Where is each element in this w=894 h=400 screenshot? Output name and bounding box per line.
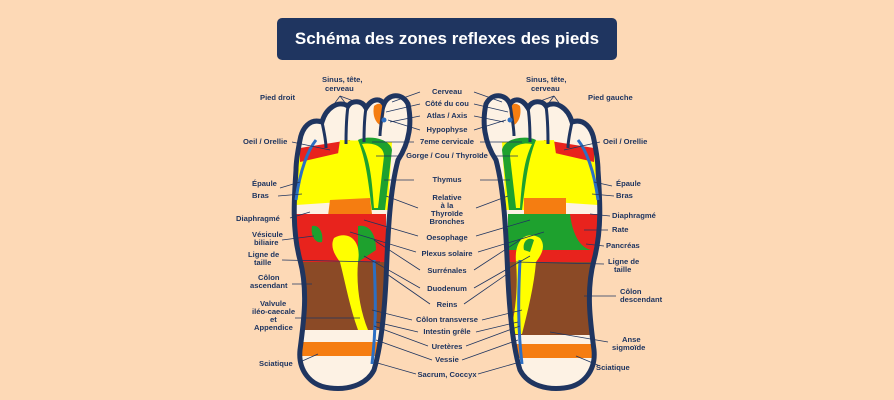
label-sinus-l-2: cerveau (531, 84, 560, 93)
right-intestine-zone (332, 235, 368, 330)
label-rate: Rate (612, 225, 628, 234)
left-foot-labels: Pied gauche Sinus, tête, cerveau Oeil / … (526, 75, 663, 372)
leader-lines (277, 91, 616, 375)
label-surrenales: Surrénales (427, 266, 466, 275)
right-sciatic-zone (296, 342, 388, 356)
label-reins: Reins (437, 300, 458, 309)
left-foot (481, 93, 603, 391)
label-cerveau: Cerveau (432, 87, 462, 96)
label-atlas: Atlas / Axis (427, 111, 468, 120)
label-vesicule-r-2: biliaire (254, 238, 278, 247)
label-hypophyse: Hypophyse (427, 125, 468, 134)
label-pied-gauche: Pied gauche (588, 93, 633, 102)
center-labels: Cerveau Côté du cou Atlas / Axis Hypophy… (406, 87, 488, 379)
label-ligne-l-1: Ligne de (608, 257, 639, 266)
label-vesicule-r-1: Vésicule (252, 230, 283, 239)
label-relative-3: Thyroïde (431, 209, 463, 218)
label-ligne-r-1: Ligne de (248, 250, 279, 259)
label-diaphragme-l: Diaphragmé (612, 211, 656, 220)
page-title: Schéma des zones reflexes des pieds (294, 29, 600, 48)
label-sciatique-r: Sciatique (259, 359, 293, 368)
label-cote-cou: Côté du cou (425, 99, 469, 108)
label-bras-l: Bras (616, 191, 633, 200)
label-sinus-r-2: cerveau (325, 84, 354, 93)
label-colon-l-2: descendant (620, 295, 663, 304)
label-relative-2: à la (441, 201, 454, 210)
label-valvule-3: et (270, 315, 277, 324)
label-ligne-r-2: taille (254, 258, 271, 267)
right-foot (291, 93, 413, 391)
label-anse-1: Anse (622, 335, 641, 344)
label-valvule-2: iléo-caecale (252, 307, 295, 316)
label-oesophage: Oesophage (426, 233, 467, 242)
label-anse-2: sigmoïde (612, 343, 645, 352)
label-relative-4: Bronches (429, 217, 464, 226)
label-valvule-4: Appendice (254, 323, 293, 332)
right-diaphragm-zone (328, 198, 372, 216)
right-eye-zone (300, 140, 352, 162)
right-colon-zone (300, 262, 386, 330)
label-ureteres: Uretères (432, 342, 463, 351)
label-duodenum: Duodenum (427, 284, 467, 293)
label-gorge: Gorge / Cou / Thyroïde (406, 151, 488, 160)
label-epaule-r: Épaule (252, 179, 277, 188)
label-pancreas: Pancréas (606, 241, 640, 250)
title-banner: Schéma des zones reflexes des pieds (277, 18, 617, 60)
label-valvule-1: Valvule (260, 299, 286, 308)
label-colon-r-2: ascendant (250, 281, 288, 290)
label-oeil-r: Oeil / Orellie (243, 137, 287, 146)
label-relative-1: Relative (432, 193, 461, 202)
label-vessie: Vessie (435, 355, 459, 364)
label-sinus-l-1: Sinus, tête, (526, 75, 567, 84)
label-bras-r: Bras (252, 191, 269, 200)
label-oeil-l: Oeil / Orellie (603, 137, 647, 146)
label-diaphragme-r: Diaphragmé (236, 214, 280, 223)
label-ligne-l-2: taille (614, 265, 631, 274)
label-intestin: Intestin grêle (423, 327, 470, 336)
label-colon-r-1: Côlon (258, 273, 280, 282)
label-sacrum: Sacrum, Coccyx (417, 370, 477, 379)
label-thymus: Thymus (432, 175, 461, 184)
label-colon-l-1: Côlon (620, 287, 642, 296)
label-cervicale: 7eme cervicale (420, 137, 474, 146)
label-sinus-r-1: Sinus, tête, (322, 75, 363, 84)
label-sciatique-l: Sciatique (596, 363, 630, 372)
right-foot-labels: Pied droit Sinus, tête, cerveau Oeil / O… (236, 75, 363, 368)
label-colon-transverse: Côlon transverse (416, 315, 478, 324)
label-pied-droit: Pied droit (260, 93, 295, 102)
label-epaule-l: Épaule (616, 179, 641, 188)
label-plexus: Plexus solaire (421, 249, 472, 258)
